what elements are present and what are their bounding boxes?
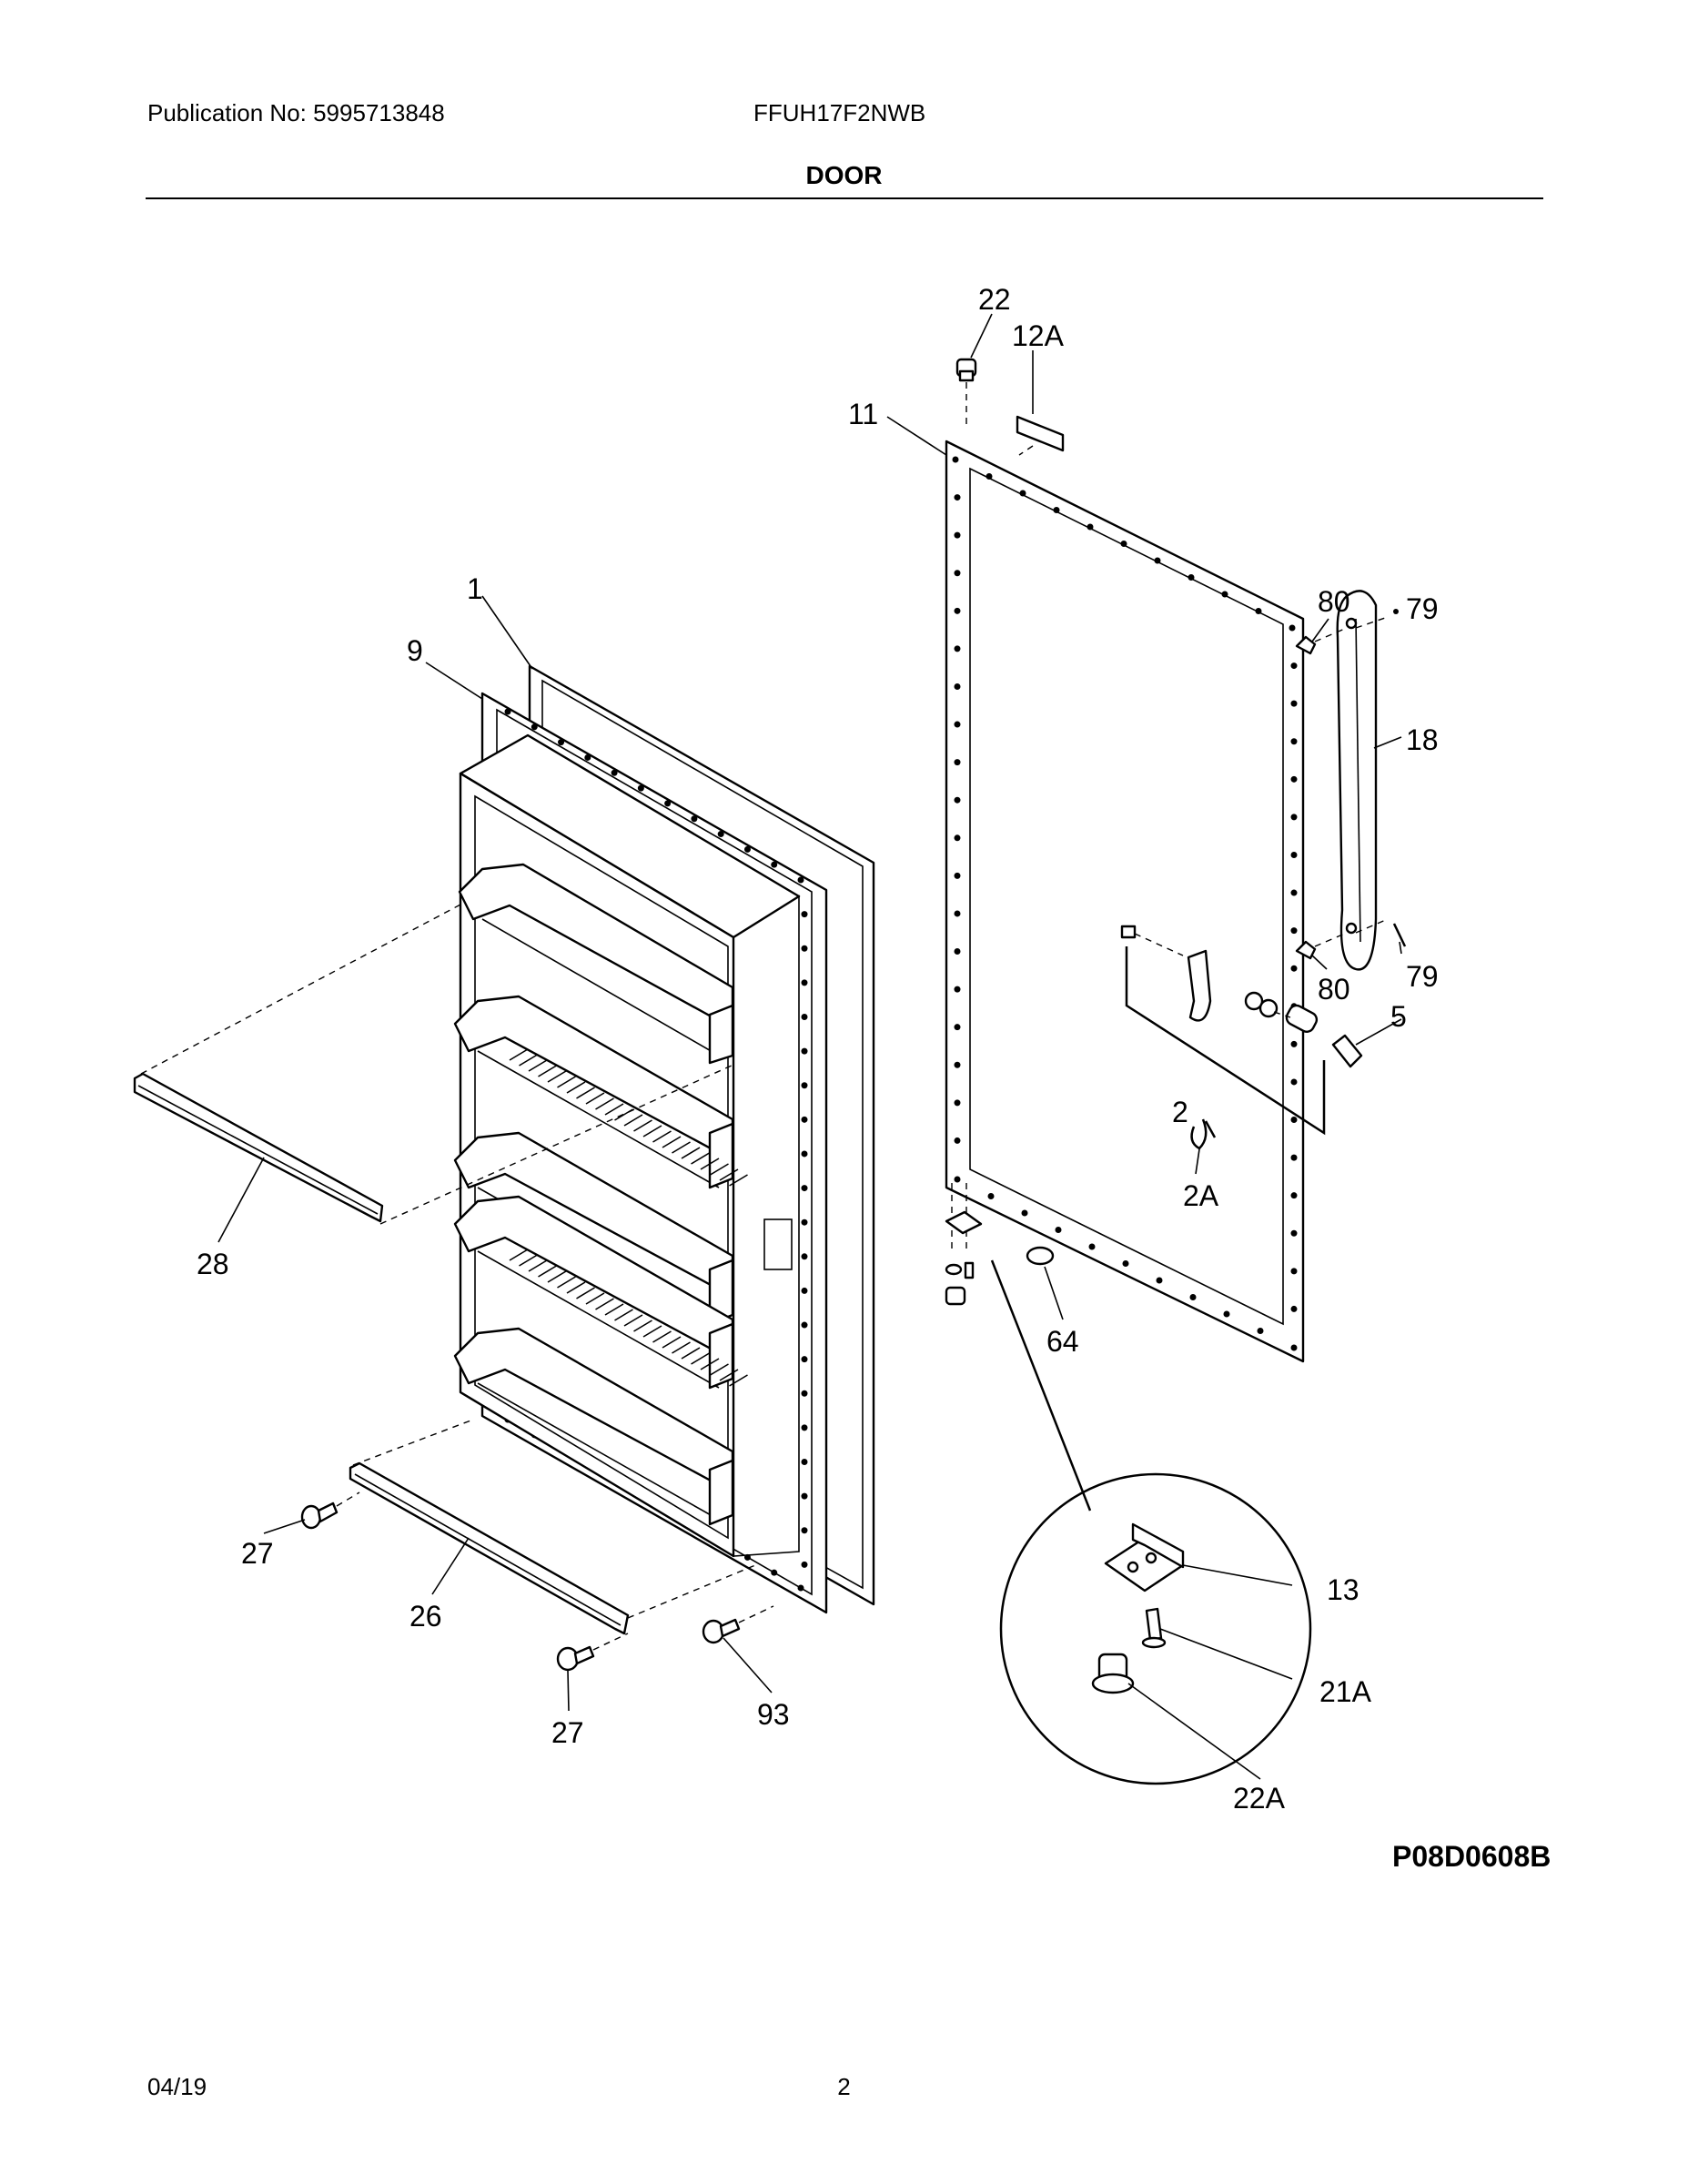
publication-number: Publication No: 5995713848 <box>147 99 445 126</box>
callout-27-bottom: 27 <box>551 1716 584 1749</box>
lock-strike-2 <box>1120 925 1326 1136</box>
callout-79-bottom: 79 <box>1406 960 1439 993</box>
door-handle-18 <box>1336 590 1378 971</box>
handle-stud-80-top <box>1295 616 1389 655</box>
callout-26: 26 <box>409 1600 442 1633</box>
page-title: DOOR <box>805 161 883 189</box>
screw-79 <box>1392 609 1407 947</box>
shelf-rail-28 <box>133 903 734 1225</box>
callout-22a: 22A <box>1233 1782 1286 1815</box>
callout-2: 2 <box>1172 1096 1188 1128</box>
callout-64: 64 <box>1046 1325 1079 1358</box>
footer-date: 04/19 <box>147 2073 207 2100</box>
callout-80-top: 80 <box>1318 585 1350 618</box>
callout-28: 28 <box>197 1248 229 1280</box>
plug-22a-detail <box>1091 1653 1261 1780</box>
callout-18: 18 <box>1406 723 1439 756</box>
callout-22: 22 <box>978 283 1011 316</box>
screw-21a-detail <box>1141 1607 1293 1680</box>
callout-labels: 1 9 11 12A 22 80 79 18 80 79 5 2 2A 64 2… <box>197 283 1439 1815</box>
lock-clip-2a <box>1190 1118 1217 1150</box>
model-number: FFUH17F2NWB <box>753 99 926 126</box>
callout-5: 5 <box>1390 1000 1407 1033</box>
callout-12a: 12A <box>1012 319 1065 352</box>
callout-80-bottom: 80 <box>1318 973 1350 1006</box>
callout-13: 13 <box>1327 1573 1359 1606</box>
callout-93: 93 <box>757 1698 790 1731</box>
bottom-hinge-small <box>945 1183 983 1306</box>
door-strip-26 <box>349 1419 756 1635</box>
callout-27-left: 27 <box>241 1537 274 1570</box>
hinge-detail-callout <box>990 1259 1312 1785</box>
leader-lines <box>217 313 1402 1712</box>
callout-11: 11 <box>848 398 878 430</box>
hinge-plug-22 <box>955 358 977 428</box>
screw-93 <box>702 1605 774 1644</box>
callout-21a: 21A <box>1319 1675 1372 1708</box>
label-12a <box>1016 415 1065 456</box>
hinge-bracket-13-detail <box>1104 1522 1293 1592</box>
callout-9: 9 <box>407 634 423 667</box>
door-lock-5 <box>1244 991 1363 1068</box>
screw-27-left <box>300 1491 360 1530</box>
screw-27-bottom <box>556 1633 629 1672</box>
outer-door-panel <box>945 440 1305 1363</box>
callout-79-top: 79 <box>1406 592 1439 625</box>
header-rule <box>146 197 1543 199</box>
drawing-id: P08D0608B <box>1392 1840 1552 1873</box>
hinge-cover-64 <box>1026 1246 1055 1266</box>
callout-2a: 2A <box>1183 1179 1219 1212</box>
page-number: 2 <box>837 2073 851 2100</box>
handle-stud-80-bottom <box>1295 918 1389 960</box>
door-shelves <box>453 863 748 1526</box>
callout-1: 1 <box>467 572 483 605</box>
